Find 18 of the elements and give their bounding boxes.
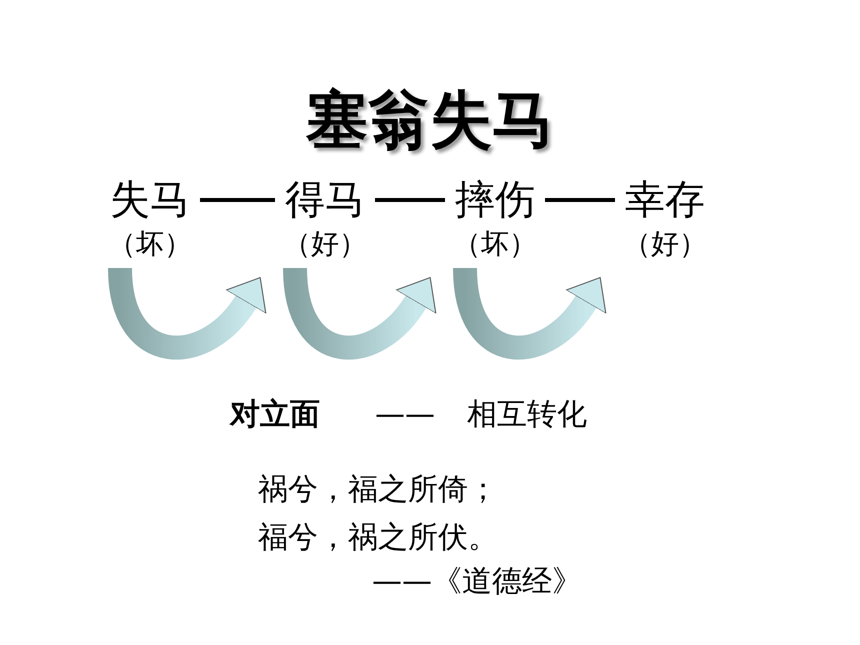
dash-connector bbox=[545, 198, 615, 202]
source-text: ——《道德经》 bbox=[372, 563, 582, 601]
dash-connector bbox=[200, 198, 275, 202]
judgement-text: （坏） bbox=[452, 226, 538, 262]
judgement-text: （好） bbox=[282, 226, 368, 262]
judgement-text: （坏） bbox=[107, 226, 193, 262]
description-text: 相互转化 bbox=[467, 396, 587, 434]
dash-text: —— bbox=[375, 396, 435, 434]
quote-line: 福兮，祸之所伏。 bbox=[258, 519, 498, 557]
event-text: 得马 bbox=[284, 176, 366, 224]
event-text: 摔伤 bbox=[454, 176, 536, 224]
heading-text: 对立面 bbox=[230, 396, 320, 434]
event-text: 失马 bbox=[109, 176, 191, 224]
event-text: 幸存 bbox=[624, 176, 706, 224]
judgement-text: （好） bbox=[622, 226, 708, 262]
quote-line: 祸兮，福之所倚； bbox=[258, 471, 498, 509]
title: 塞翁失马 bbox=[305, 82, 555, 158]
dash-connector bbox=[375, 198, 445, 202]
